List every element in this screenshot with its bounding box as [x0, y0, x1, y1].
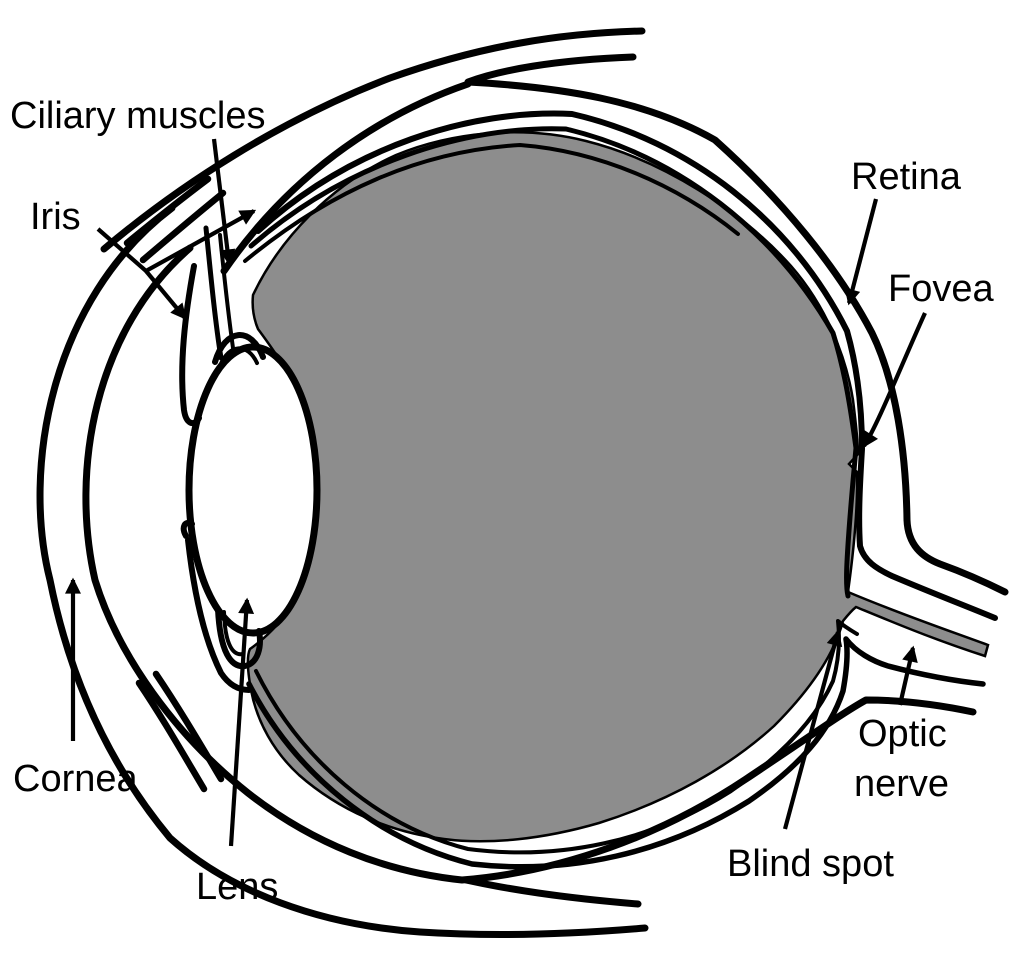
- cornea-outer-line: [36, 204, 649, 939]
- blind-spot-label: Blind spot: [727, 843, 894, 885]
- superior-muscle-cut-line-2: [139, 189, 227, 264]
- ciliary-body-arch-upper: [212, 332, 266, 365]
- iris-arrow-lower: [144, 269, 187, 320]
- retina-arrow: [844, 198, 879, 306]
- cornea-inner-sclera-bottom-line: [82, 244, 977, 884]
- lens-label: Lens: [196, 866, 278, 908]
- retina-choroid-layer-lines: [243, 110, 998, 870]
- retina-label: Retina: [851, 156, 962, 198]
- ciliary-process-line-upper: [203, 225, 224, 361]
- sclera-top-inner-line: [220, 80, 472, 275]
- lens-shape: [185, 343, 321, 637]
- ciliary-muscles-arrow: [211, 138, 236, 266]
- iris-label: Iris: [30, 196, 81, 238]
- leader-arrows: [65, 138, 927, 847]
- lens-arrow: [228, 597, 255, 847]
- ciliary-body-pocket-lower-inner: [222, 610, 245, 657]
- fovea-arrow: [862, 312, 927, 449]
- ciliary-muscles-label: Ciliary muscles: [10, 95, 265, 137]
- iris-lower-leaf: [180, 519, 252, 693]
- inferior-muscle-cut-line-1: [135, 679, 208, 793]
- labels: Ciliary muscles Iris Retina Fovea Cornea…: [10, 95, 994, 908]
- iris-upper-leaf: [179, 263, 202, 427]
- cornea-label: Cornea: [13, 758, 138, 800]
- fovea-label: Fovea: [888, 268, 994, 310]
- outer-shell-lines: [36, 27, 1009, 939]
- inner-layer-top-line: [243, 143, 740, 263]
- inferior-muscle-return-line: [462, 876, 642, 908]
- blind-spot-arrow: [782, 629, 843, 830]
- superior-muscle-top-line: [100, 27, 646, 253]
- iris-ciliary-structures: [179, 225, 266, 693]
- ciliary-body-pocket-lower: [215, 606, 263, 670]
- optic-nerve-label-line1: Optic: [858, 713, 947, 755]
- superior-muscle-cut-line-1: [123, 175, 212, 247]
- choroid-layer-bottom-line: [246, 636, 986, 870]
- ciliary-body-arch-upper-inner: [218, 346, 259, 368]
- choroid-layer-top-line: [248, 126, 859, 599]
- optic-nerve-arrow: [897, 645, 918, 706]
- retina-layer-top-line: [255, 110, 998, 621]
- optic-nerve-label-line2: nerve: [854, 763, 949, 805]
- inferior-muscle-cut-line-2: [152, 670, 225, 783]
